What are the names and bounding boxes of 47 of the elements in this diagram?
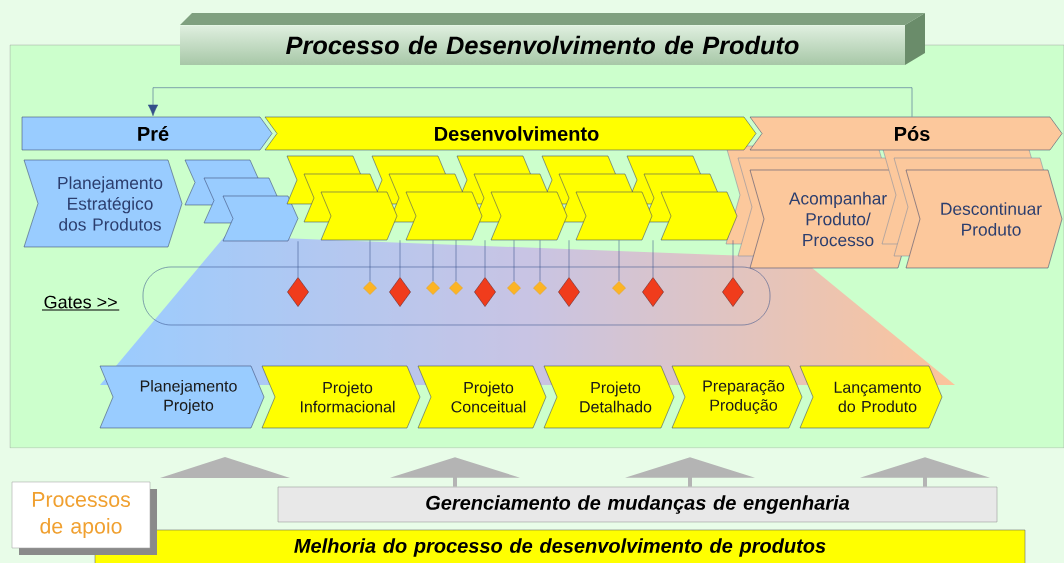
connector-line <box>484 240 486 278</box>
gate-diamond <box>474 277 496 307</box>
connector-line <box>399 240 401 278</box>
gate-diamond <box>449 281 463 295</box>
chevron-box: Planejamento Estratégico dos Produtos <box>23 159 183 248</box>
gate-diamond <box>507 281 521 295</box>
gates-label: Gates >> <box>41 295 120 311</box>
support-arrow <box>390 457 520 487</box>
chevron-box <box>490 191 568 241</box>
feedback-arrow <box>147 87 913 117</box>
gate-diamond <box>722 277 744 307</box>
chevron-box: Pós <box>749 116 1063 151</box>
band-box: Gerenciamento de mudanças de engenharia <box>277 486 998 523</box>
connector-line <box>568 240 570 278</box>
chevron-box <box>660 191 738 241</box>
chevron-box: Desenvolvimento <box>264 116 757 151</box>
gate-diamond <box>287 277 309 307</box>
connector-line <box>539 240 541 282</box>
gate-diamond <box>612 281 626 295</box>
connector-line <box>369 240 371 282</box>
chevron-box <box>320 191 398 241</box>
connector-line <box>455 240 457 282</box>
chevron-box <box>222 195 299 242</box>
chevron-box: Projeto Informacional <box>261 365 421 429</box>
gate-diamond <box>642 277 664 307</box>
chevron-box <box>575 191 653 241</box>
chevron-box <box>405 191 483 241</box>
connector-line <box>652 240 654 278</box>
connector-line <box>513 240 515 282</box>
support-arrow <box>860 457 990 487</box>
gate-diamond <box>533 281 547 295</box>
gate-diamond <box>389 277 411 307</box>
chevron-box: Preparação Produção <box>671 365 803 429</box>
gate-diamond <box>558 277 580 307</box>
chevron-box: Projeto Conceitual <box>417 365 547 429</box>
connector-line <box>618 240 620 282</box>
chevron-box: Pré <box>21 116 273 151</box>
connector-line <box>432 240 434 282</box>
title-banner: Processo de Desenvolvimento de Produto <box>180 13 925 65</box>
support-arrow <box>625 457 755 487</box>
connector-line <box>732 240 734 278</box>
chevron-box: Lançamento do Produto <box>799 365 943 429</box>
chevron-box: Planejamento Projeto <box>99 365 265 429</box>
gate-diamond <box>363 281 377 295</box>
note-box: Processos de apoio <box>11 481 157 555</box>
gate-diamond <box>426 281 440 295</box>
chevron-box: Projeto Detalhado <box>543 365 675 429</box>
